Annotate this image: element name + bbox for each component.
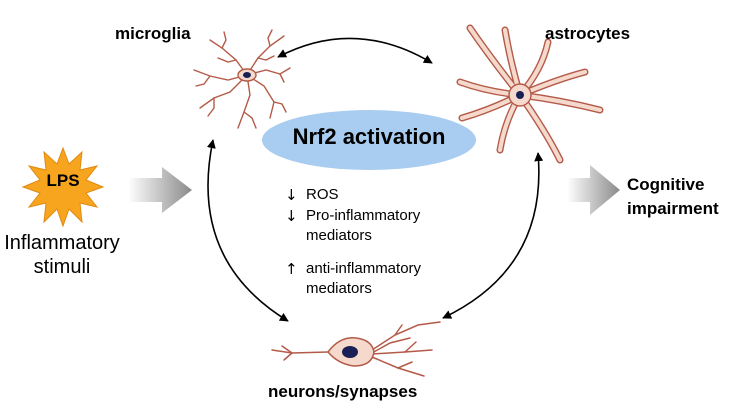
lps-burst-icon [21,146,105,228]
output-gray-arrow [567,165,620,215]
inflammatory-stimuli-label: Inflammatory stimuli [4,232,120,278]
nrf2-ellipse [262,110,476,170]
nrf2-activation-label: Nrf2 activation [292,124,446,149]
effect-text: ROS [306,186,339,203]
astrocytes-label: astrocytes [545,24,631,43]
microglia-cell-icon [193,29,291,129]
effect-text: anti-inflammatory mediators [306,260,422,297]
arrow-microglia-neurons [206,139,289,322]
up-arrow-icon: ↑ [285,260,298,278]
input-gray-arrow [128,167,192,213]
neuron-nucleus [342,346,358,358]
microglia-label: microglia [115,24,191,43]
effect-text: Pro-inflammatory mediators [306,207,421,244]
arrow-astrocytes-neurons [442,152,544,319]
down-arrow-icon: ↓ [285,207,298,225]
microglia-nucleus [243,72,251,78]
neuron-cell-icon [271,321,441,377]
lps-label: LPS [46,171,80,190]
astrocyte-nucleus [516,91,524,99]
neurons-synapses-label: neurons/synapses [268,382,418,401]
arrow-microglia-astrocytes [277,37,433,64]
cognitive-impairment-label: Cognitive impairment [627,175,719,218]
down-arrow-icon: ↓ [285,186,298,204]
